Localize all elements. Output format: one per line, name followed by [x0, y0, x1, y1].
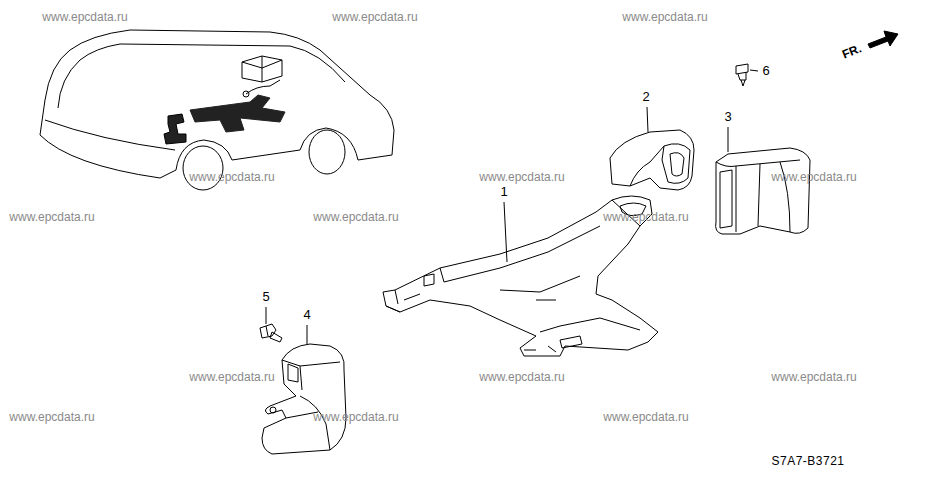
- watermark: www.epcdata.ru: [312, 211, 399, 224]
- watermark: www.epcdata.ru: [8, 211, 95, 224]
- callout-number: 1: [499, 185, 508, 199]
- watermark: www.epcdata.ru: [331, 11, 418, 24]
- watermark: www.epcdata.ru: [478, 171, 565, 184]
- watermark: www.epcdata.ru: [602, 211, 689, 224]
- watermark: www.epcdata.ru: [188, 371, 275, 384]
- elbow-duct: [610, 130, 694, 190]
- rear-duct: [716, 148, 810, 234]
- front-arrow: [868, 31, 898, 48]
- callout-number: 3: [723, 110, 732, 124]
- diagram-code: S7A7-B3721: [770, 455, 845, 468]
- watermark: www.epcdata.ru: [312, 411, 399, 424]
- watermark: www.epcdata.ru: [41, 11, 128, 24]
- screw: [260, 324, 282, 342]
- watermark: www.epcdata.ru: [770, 371, 857, 384]
- callout-number: 5: [261, 290, 270, 304]
- watermark: www.epcdata.ru: [188, 171, 275, 184]
- car-outline: [40, 30, 394, 190]
- callout-number: 2: [641, 90, 650, 104]
- watermark: www.epcdata.ru: [602, 411, 689, 424]
- watermark: www.epcdata.ru: [478, 371, 565, 384]
- watermark: www.epcdata.ru: [8, 411, 95, 424]
- callout-number: 6: [761, 64, 770, 78]
- clip: [736, 64, 748, 86]
- car-interior-ducts: [164, 56, 285, 144]
- watermark: www.epcdata.ru: [770, 171, 857, 184]
- direction-label: FR.: [840, 42, 865, 62]
- callout-number: 4: [302, 308, 311, 322]
- lower-duct: [262, 344, 346, 454]
- watermark: www.epcdata.ru: [621, 11, 708, 24]
- leader-lines: [266, 70, 758, 344]
